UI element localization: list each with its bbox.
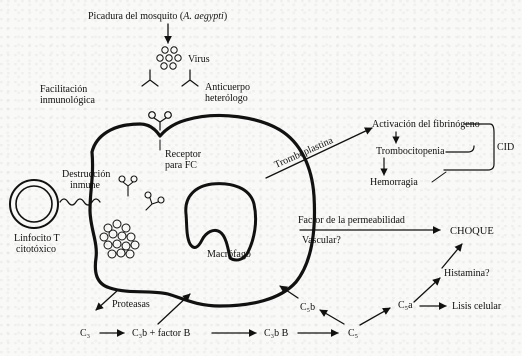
c3b-factor-b-label: C₃b + factor B bbox=[132, 328, 191, 339]
c5-to-c5b-arrow bbox=[320, 310, 344, 324]
cytotoxic-t-label-line2: citotóxico bbox=[16, 244, 56, 255]
hemorrhage-to-cid-line bbox=[432, 172, 446, 182]
macrophage-label: Macrófago bbox=[207, 249, 251, 260]
cid-bracket-inner bbox=[446, 146, 474, 152]
c3-label: C₃ bbox=[80, 328, 90, 339]
shock-label: CHOQUE bbox=[450, 226, 494, 237]
c5a-to-histamine-arrow bbox=[414, 278, 440, 302]
c5b-label: C₅b bbox=[300, 302, 315, 313]
c5-label: C₅ bbox=[348, 328, 358, 339]
histamine-label: Histamina? bbox=[444, 268, 490, 279]
immune-facilitation-label-line2: inmunológica bbox=[40, 95, 96, 106]
fc-receptor-label-line1: Receptor bbox=[165, 149, 202, 160]
virus-particles-icon bbox=[157, 47, 181, 69]
virus-label: Virus bbox=[188, 54, 210, 65]
cid-label: CID bbox=[497, 142, 514, 153]
fc-receptor-label-line2: para FC bbox=[165, 160, 197, 171]
cytotoxic-t-cell-icon bbox=[10, 180, 58, 228]
fibrinogen-activation-label: Activación del fibrinógeno bbox=[372, 119, 480, 130]
hemorrhage-label: Hemorragia bbox=[370, 177, 418, 188]
mosquito-bite-label: Picadura del mosquito (A. aegypti) bbox=[88, 11, 227, 22]
replicating-virus-cluster-icon bbox=[100, 220, 139, 258]
proteases-label: Proteasas bbox=[112, 299, 150, 310]
histamine-to-shock-arrow bbox=[442, 244, 462, 268]
cid-bracket-outer bbox=[444, 124, 494, 170]
thromboplastin-arrow bbox=[266, 128, 372, 178]
internalized-virus-icon bbox=[119, 176, 164, 210]
antibody-right-icon bbox=[182, 70, 198, 86]
cytotoxic-t-label-line1: Linfocito T bbox=[14, 233, 60, 244]
antibody-label-line1: Anticuerpo bbox=[205, 82, 250, 93]
cell-lysis-label: Lisis celular bbox=[452, 301, 502, 312]
macrophage-cell-outline bbox=[90, 115, 314, 306]
permeability-factor-label: Factor de la permeabilidad bbox=[298, 215, 405, 226]
c5a-label: C₅a bbox=[398, 300, 413, 311]
cytotoxic-squiggle bbox=[60, 199, 100, 205]
vascular-label: Vascular? bbox=[302, 235, 341, 246]
c3b-feedback-arrow bbox=[158, 294, 190, 324]
c3bb-label: C₃b B bbox=[264, 328, 289, 339]
antibody-left-icon bbox=[142, 70, 158, 86]
immune-destruction-label-line1: Destrucción bbox=[62, 169, 110, 180]
immune-destruction-label-line2: inmune bbox=[70, 180, 101, 191]
c5-to-c5a-arrow bbox=[360, 308, 390, 325]
antibody-label-line2: heterólogo bbox=[205, 93, 248, 104]
thromboplastin-label: Tromboplastina bbox=[273, 135, 336, 171]
thrombocytopenia-label: Trombocitopenia bbox=[376, 146, 445, 157]
immune-facilitation-label-line1: Facilitación bbox=[40, 84, 87, 95]
